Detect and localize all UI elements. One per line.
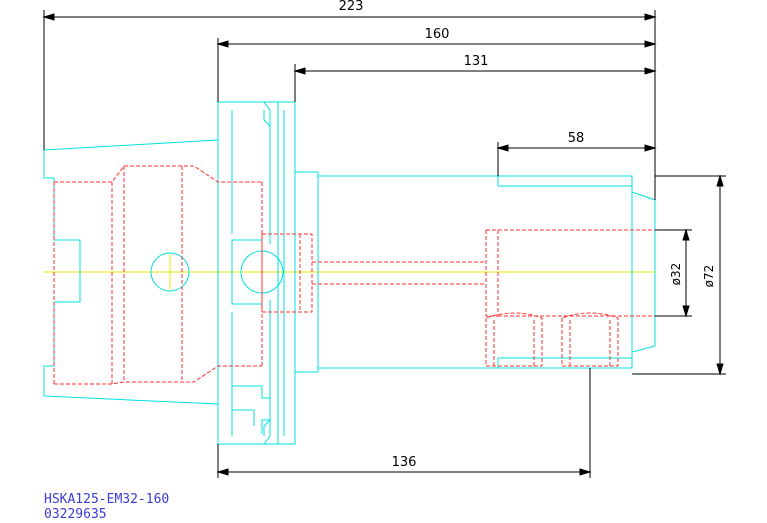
- part-number: 03229635: [44, 507, 107, 522]
- dimension-lines: [42, 10, 726, 478]
- part-name: HSKA125-EM32-160: [44, 492, 170, 507]
- dimension-160: 160: [425, 27, 450, 42]
- dimension-131: 131: [464, 54, 489, 69]
- dimension-diameter-72: ø72: [702, 265, 716, 288]
- dimension-58: 58: [568, 131, 585, 146]
- centerline: [44, 248, 655, 296]
- hidden-lines: [53, 165, 655, 385]
- dimension-136: 136: [392, 455, 417, 470]
- tool-holder-outline: [43, 101, 656, 445]
- dimension-diameter-32: ø32: [669, 263, 683, 286]
- dimension-223: 223: [339, 0, 364, 14]
